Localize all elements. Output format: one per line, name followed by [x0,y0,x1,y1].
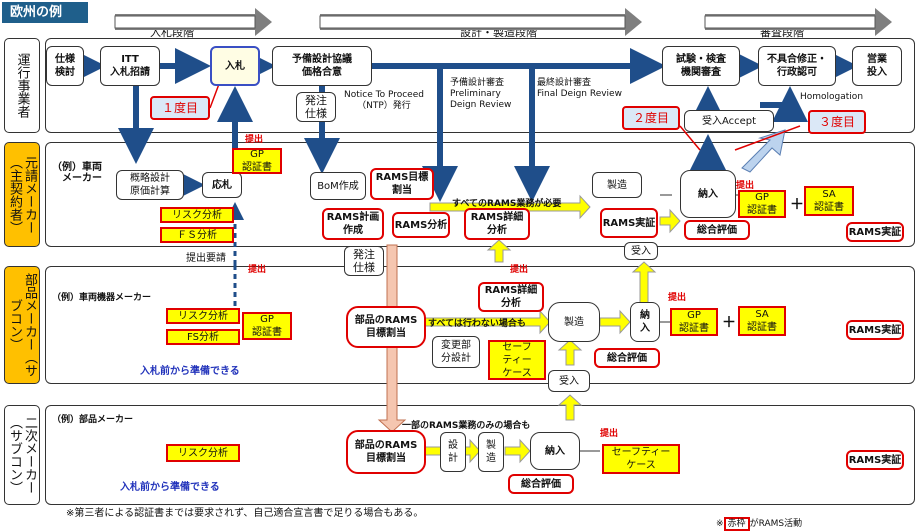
sub2-manufacture-box: 製 造 [478,432,504,472]
sub1-overall-box: 総合評価 [594,348,660,368]
sub1-sa-box: SA 認証書 [738,306,786,336]
op-fdr-note: 最終設計審査 Final Deign Review [537,78,622,99]
prime-plus: ＋ [790,197,804,213]
sub2-rams-proof-box: RAMS実証 [846,450,904,470]
prime-risk-box: リスク分析 [160,207,234,223]
legend-red-frame: 赤枠 [723,517,750,531]
op-spec-box: 仕様 検討 [46,46,84,86]
sub1-plus: ＋ [722,315,736,331]
submit-note-2: 提出 [248,265,267,275]
sub2-safety-box: セーフティー ケース [602,444,680,474]
page-title: 欧州の例 [2,2,88,23]
prime-bid-request-note: 提出要請 [186,253,226,264]
op-pdr-note: 予備設計審査 Preliminary Deign Review [450,78,512,110]
submit-note-3: 提出 [736,181,755,191]
sub1-risk-box: リスク分析 [166,308,240,324]
legend-text: がRAMS活動 [749,519,803,529]
op-accept-box: 受入Accept [684,110,774,132]
sub1-gp2-box: GP 認証書 [670,308,718,336]
callout-third: ３度目 [808,110,866,134]
op-predesign-box: 予備設計協議 価格合意 [272,46,372,86]
legend-mark: ※ [716,519,724,529]
lane-label-sub2: 二次メーカー（サブコン） [4,405,40,505]
op-fix-box: 不具合修正・ 行政認可 [758,46,836,86]
op-service-box: 営業 投入 [852,46,902,86]
prime-fs-box: ＦＳ分析 [160,227,234,243]
prime-example-label: （例）車両 メーカー [52,162,102,184]
op-test-box: 試験・検査 機関審査 [662,46,740,86]
prime-manufacture-box: 製造 [592,172,642,198]
prime-overall-box: 総合評価 [684,220,750,240]
op-itt-box: ITT 入札招請 [100,46,160,86]
op-order-spec-box: 発注 仕様 [296,92,336,122]
sub1-gp-box: GP 認証書 [242,312,292,340]
prime-rams-analysis-box: RAMS分析 [392,212,450,238]
sub1-example-label: （例）車両機器メーカー [52,293,152,303]
callout-first: １度目 [150,96,210,120]
sub1-ready-text: 入札前から準備できる [140,366,240,377]
submit-note-6: 提出 [600,429,619,439]
prime-all-rams-label: すべてのRAMS業務が必要 [452,199,562,209]
sub2-risk-box: リスク分析 [166,444,240,462]
sub1-manufacture-box: 製造 [548,302,600,342]
prime-rams-plan-box: RAMS計画 作成 [322,208,384,240]
submit-note-1: 提出 [245,135,264,145]
prime-concept-box: 概略設計 原価計算 [116,170,184,200]
prime-rams-detail-box: RAMS詳細 分析 [464,208,530,240]
prime-rams-proof-box: RAMS実証 [846,222,904,242]
sub1-rams-detail-box: RAMS詳細 分析 [478,282,544,312]
sub2-partial-label: 一部のRAMS業務のみの場合も [402,421,531,431]
sub1-rams-proof-box: RAMS実証 [846,320,904,340]
sub1-parts-target-box: 部品のRAMS 目標割当 [346,306,426,348]
op-bid-box: 入札 [210,46,260,86]
sub1-receive-box: 受入 [548,370,590,392]
prime-bom-box: BoM作成 [310,172,366,200]
legend: ※赤枠がRAMS活動 [716,508,803,531]
sub1-safety-box: セーフ ティー ケース [488,340,546,380]
op-ntp-note: Notice To Proceed （NTP）発行 [344,90,424,111]
submit-note-5: 提出 [668,293,687,303]
sub1-change-box: 変更部 分設計 [432,336,480,368]
lane-label-prime: 元請メーカー（主契約者） [4,142,40,247]
sub1-not-all-label: すべては行わない場合も [428,319,526,329]
prime-deliver-box: 納入 [680,170,736,218]
prime-receive-box: 受入 [624,242,658,260]
prime-gp-cert-box: GP 認証書 [738,190,786,218]
prime-rams-impl-box: RAMS実証 [600,208,658,238]
prime-rams-target-box: RAMS目標 割当 [370,168,434,200]
sub2-deliver-box: 納入 [530,432,580,470]
op-homologation-note: Homologation [800,92,864,102]
callout-second: ２度目 [622,106,680,130]
sub2-overall-box: 総合評価 [508,474,574,494]
sub1-order-spec-box: 発注 仕様 [344,246,384,276]
prime-gp-cert-bid: GP 認証書 [232,148,282,174]
sub2-ready-text: 入札前から準備できる [120,482,220,493]
lane-label-sub1: 部品メーカー（サブコン） [4,266,40,384]
submit-note-4: 提出 [510,265,529,275]
sub2-example-label: （例）部品メーカー [52,415,134,425]
prime-sa-cert-box: SA 認証書 [804,186,854,216]
sub1-deliver-box: 納 入 [630,302,660,342]
footnote: ※第三者による認証書までは要求されず、自己適合宣言書で足りる場合もある。 [66,508,424,519]
lane-label-operator: 運行事業者 [4,38,40,133]
sub2-parts-target-box: 部品のRAMS 目標割当 [346,430,426,474]
sub2-design-box: 設 計 [440,432,466,472]
prime-apply-box: 応札 [202,172,242,198]
sub1-fs-box: FS分析 [166,329,240,345]
